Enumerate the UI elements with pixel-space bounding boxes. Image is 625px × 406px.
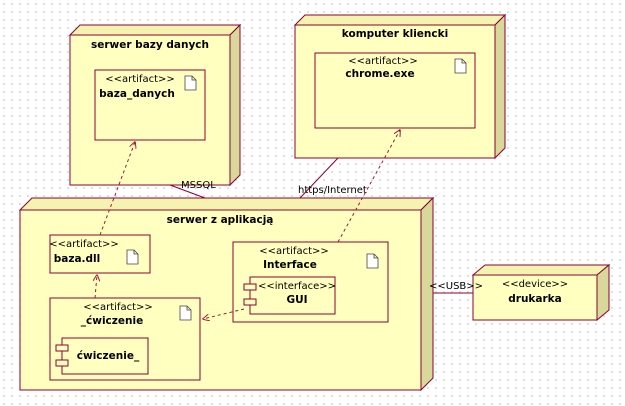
node-name: drukarka (508, 293, 561, 305)
artifact-stereotype: <<artifact>> (348, 56, 418, 67)
dependency-cwiczenie-to-dll[interactable] (95, 275, 97, 299)
component-port-icon (55, 344, 69, 352)
artifact-baza-danych[interactable]: <<artifact>> baza_danych (94, 69, 206, 141)
component-port-icon (243, 298, 257, 306)
component-port-icon (55, 359, 69, 367)
artifact-stereotype: <<artifact>> (49, 239, 119, 250)
node-printer[interactable]: <<device>> drukarka (471, 263, 611, 322)
component-name: ćwiczenie_ (77, 350, 140, 362)
artifact-stereotype: <<artifact>> (259, 246, 329, 257)
dependency-gui-to-cwiczenie[interactable] (203, 308, 245, 319)
node-title: serwer bazy danych (91, 39, 209, 51)
document-icon (179, 305, 192, 321)
document-icon (184, 75, 197, 91)
document-icon (454, 58, 467, 74)
artifact-name: Interface (263, 259, 317, 271)
dependency-dll-to-database[interactable] (99, 142, 135, 236)
connection-label-https: https/Internet (298, 185, 367, 196)
component-name: GUI (286, 294, 307, 306)
component-cwiczenie[interactable]: ćwiczenie_ (55, 337, 149, 375)
association-mssql[interactable] (169, 184, 206, 199)
association-https[interactable] (299, 157, 339, 199)
artifact-stereotype: <<artifact>> (83, 302, 153, 313)
component-port-icon (243, 283, 257, 291)
artifact-chrome[interactable]: <<artifact>> chrome.exe (314, 52, 476, 129)
artifact-name: _ćwiczenie (81, 315, 143, 327)
artifact-name: chrome.exe (345, 68, 414, 80)
node-stereotype: <<device>> (502, 279, 568, 290)
connection-label-mssql: MSSQL (181, 180, 216, 191)
node-title: komputer kliencki (342, 28, 448, 40)
component-gui[interactable]: <<interface>> GUI (243, 276, 336, 315)
document-icon (126, 249, 139, 265)
artifact-stereotype: <<artifact>> (105, 74, 175, 85)
artifact-baza-dll[interactable]: <<artifact>> baza.dll (49, 234, 151, 274)
artifact-name: baza_danych (99, 88, 175, 100)
artifact-name: baza.dll (54, 253, 101, 265)
connection-label-usb: <<USB>> (429, 281, 483, 292)
node-title: serwer z aplikacją (167, 214, 274, 226)
component-stereotype: <<interface>> (258, 281, 336, 292)
document-icon (366, 253, 379, 269)
